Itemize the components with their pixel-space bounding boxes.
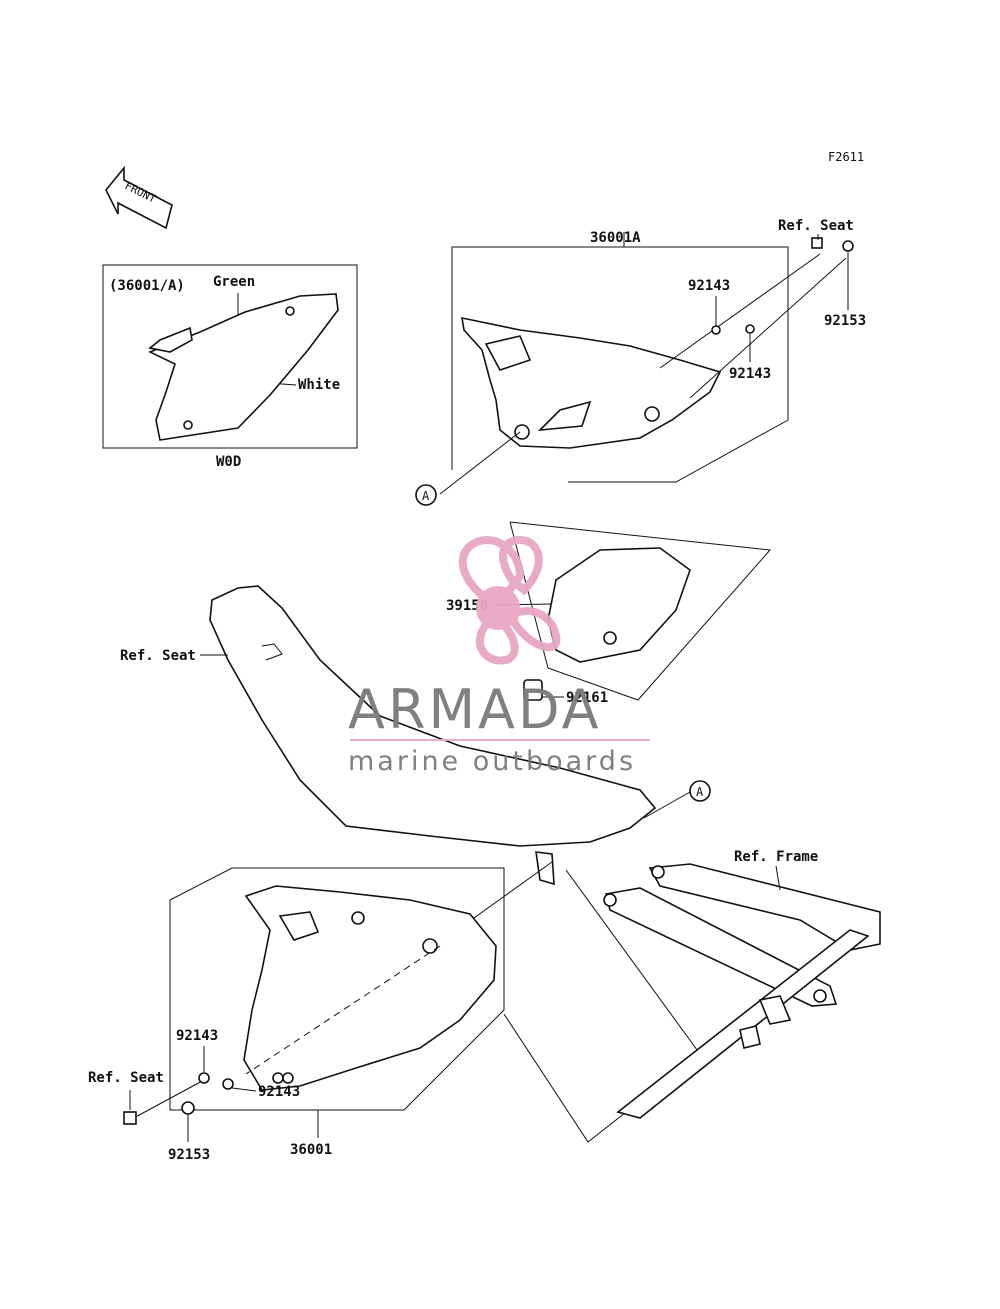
frame-rail-upper [648,863,881,951]
watermark-brand: ARMADA [348,678,602,741]
inset-title: (36001/A) [109,278,185,294]
label-92143-c: 92143 [176,1028,218,1044]
side-cover-upper [461,316,722,449]
front-arrow-icon: FRONT [105,165,173,230]
marker-a-top [415,484,437,506]
seat [209,585,657,847]
frame-strut [616,929,870,1119]
seat-reference: Ref. Seat A [120,585,711,886]
watermark-tagline: marine outboards [348,746,636,777]
frame-rail-lower [605,887,838,1007]
inset-side-cover [148,293,339,441]
label-36001: 36001 [290,1142,332,1158]
color-variant-inset: (36001/A) Green White W0D [102,264,358,470]
label-ref-seat-top: Ref. Seat [778,218,854,234]
label-ref-seat-mid: Ref. Seat [120,648,196,664]
marker-a-mid-label: A [696,785,704,799]
side-cover-36001A: 36001A 92143 92143 Ref. Seat 92153 A [415,218,866,506]
bushing-92161 [523,679,543,701]
inset-label-green: Green [213,274,255,290]
armada-watermark: ARMADA marine outboards [348,535,650,777]
inset-caption: W0D [216,454,241,470]
inset-frame [102,264,358,449]
marker-a-mid [689,780,711,802]
label-92143-d: 92143 [258,1084,300,1100]
label-36001A: 36001A [590,230,641,246]
label-92161: 92161 [566,690,608,706]
label-ref-seat-bot: Ref. Seat [88,1070,164,1086]
side-cover-lower [243,885,497,1091]
inset-label-white: White [298,377,340,393]
label-92143-a: 92143 [688,278,730,294]
marker-a-top-label: A [422,489,430,503]
pad-39156 [547,547,691,663]
label-92153-b: 92153 [168,1147,210,1163]
label-92143-b: 92143 [729,366,771,382]
label-ref-frame: Ref. Frame [734,849,818,865]
label-92153-a: 92153 [824,313,866,329]
frame-reference: Ref. Frame [503,849,881,1143]
figure-code: F2611 [828,150,864,164]
side-cover-36001: 92143 92143 Ref. Seat 92153 36001 [88,861,553,1163]
propeller-logo-icon [458,535,561,665]
